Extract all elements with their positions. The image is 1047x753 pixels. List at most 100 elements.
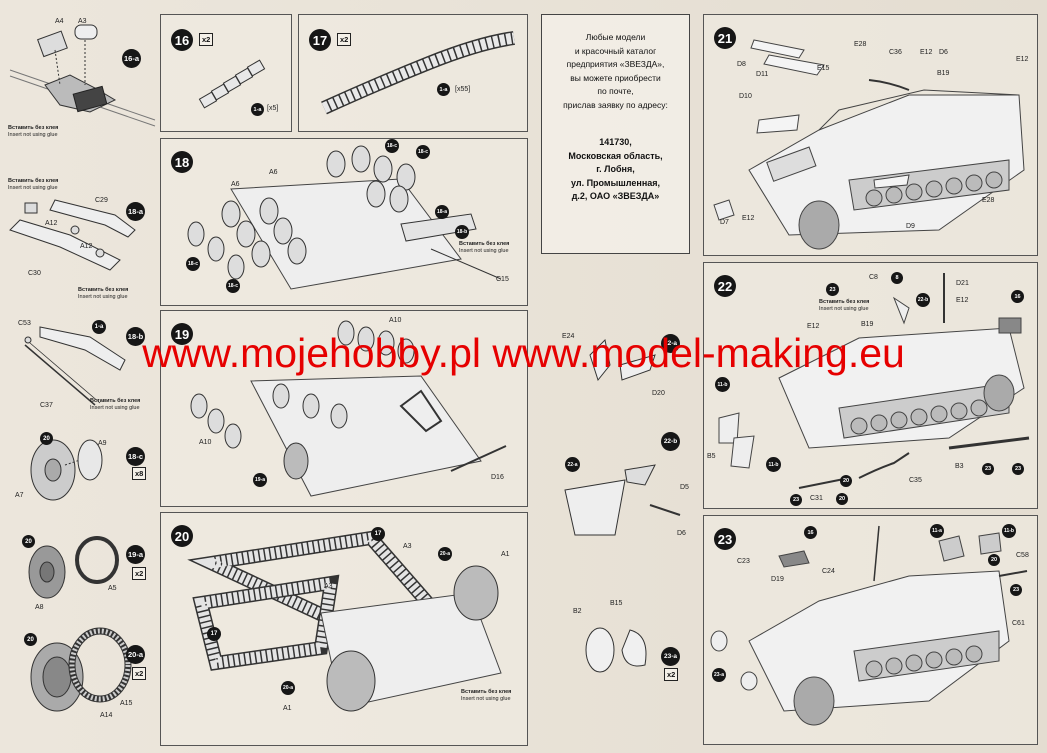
substep-tag: 22-b: [661, 432, 680, 451]
part-label: A6: [269, 169, 278, 176]
step-number: 18: [171, 151, 193, 173]
halftrack-step-22-drawing: [718, 273, 1030, 489]
substep-tag: 19-a: [126, 545, 145, 564]
part-label: C61: [1012, 620, 1025, 627]
part-label: A4: [55, 18, 64, 25]
address-line: вы можете приобрести: [570, 72, 661, 83]
part-label: E12: [742, 215, 755, 222]
part-label: B2: [573, 608, 582, 615]
part-label: E24: [562, 333, 575, 340]
part-label: D6: [939, 49, 948, 56]
part-label: A12: [80, 243, 93, 250]
part-label: E12: [807, 323, 820, 330]
substep-sub: 23: [1012, 463, 1024, 475]
substep-sub: 18-b: [455, 225, 469, 239]
substep-tag: 23-a: [661, 647, 680, 666]
part-label: A3: [324, 583, 333, 590]
part-label: C53: [18, 320, 31, 327]
part-label: D21: [956, 280, 969, 287]
postal-line: 141730,: [599, 137, 632, 147]
step-19-drawing: [190, 320, 507, 497]
part-label: C30: [28, 270, 41, 277]
part-label: A10: [199, 439, 212, 446]
part-label: C8: [869, 274, 878, 281]
part-label: D11: [756, 71, 769, 78]
watermark-text: www.mojehobby.pl www.model-making.eu: [142, 330, 905, 376]
substep-20a-drawing: [30, 627, 132, 712]
substep-tag: 16-a: [122, 49, 141, 68]
substep-tag: 18-b: [126, 327, 145, 346]
halftrack-step-23-drawing: [710, 525, 1028, 726]
part-label: C36: [889, 49, 902, 56]
address-line: и красочный каталог: [574, 45, 657, 56]
substep-sub: 16: [1011, 290, 1024, 303]
part-label: A1: [501, 551, 510, 558]
part-label: D8: [737, 61, 746, 68]
part-label: A8: [35, 604, 44, 611]
substep-sub: 8: [891, 272, 903, 284]
substep-sub: 17: [371, 527, 385, 541]
substep-sub: 19-a: [253, 473, 267, 487]
part-label: A6: [231, 181, 240, 188]
part-label: B19: [937, 70, 950, 77]
part-sub: 1-a: [437, 83, 450, 96]
step-number: 17: [309, 29, 331, 51]
substep-tag: 18-c: [126, 447, 145, 466]
substep-sub: 18-a: [435, 205, 449, 219]
part-label: C35: [909, 477, 922, 484]
part-label: A12: [45, 220, 58, 227]
substep-18c-drawing: [30, 439, 103, 501]
step-20-drawing: [187, 530, 502, 712]
substep-18a-drawing: [9, 199, 136, 271]
postal-line: Московская область,: [568, 150, 663, 161]
substep-sub: 23-a: [712, 668, 726, 682]
substep-sub: 18-c: [416, 145, 430, 159]
step-20-panel: 20 A3 A1 A3 A1 17 17 20-a 20-a Вставить …: [160, 512, 528, 746]
postal-line: д.2, ОАО «ЗВЕЗДА»: [571, 191, 660, 201]
step-18-drawing: [187, 145, 502, 290]
multiplier-box: x2: [132, 567, 147, 580]
multiplier-box: x2: [337, 33, 352, 46]
part-count: [x55]: [455, 86, 471, 93]
part-label: D16: [491, 474, 504, 481]
multiplier-box: x2: [664, 668, 679, 681]
part-label: D9: [906, 223, 915, 230]
step-number: 23: [714, 528, 736, 550]
part-label: A9: [98, 440, 107, 447]
part-label: C37: [40, 402, 53, 409]
part-label: C23: [737, 558, 750, 565]
part-label: D5: [680, 484, 689, 491]
halftrack-step-21-drawing: [713, 39, 1025, 250]
part-label: C31: [810, 495, 823, 502]
part-label: E12: [956, 297, 969, 304]
step-17-panel: 17 x2 1-a [x55]: [298, 14, 528, 132]
substep-sub: 23: [982, 463, 994, 475]
part-label: C15: [496, 276, 509, 283]
substep-22a-drawing: [589, 338, 656, 382]
part-label: D19: [771, 576, 784, 583]
part-label: E28: [854, 41, 867, 48]
substep-sub: 23: [1010, 584, 1022, 596]
substep-sub: 20-a: [438, 547, 452, 561]
substep-sub: 11-b: [715, 377, 730, 392]
substep-23a-drawing: [585, 627, 647, 673]
part-label: C29: [95, 197, 108, 204]
substep-sub: 18-c: [385, 139, 399, 153]
step-21-panel: 21 D8 D11 E28 C36 E12 D6 B19 E12 E15 D10: [703, 14, 1038, 256]
multiplier-box: x2: [199, 33, 214, 46]
multiplier-box: x2: [132, 667, 147, 680]
address-line: по почте,: [597, 86, 634, 96]
part-label: E12: [1016, 56, 1029, 63]
part-label: B19: [861, 321, 874, 328]
part-count: [x5]: [267, 105, 279, 112]
substep-sub: 11-b: [766, 457, 781, 472]
substep-19a-drawing: [28, 536, 119, 599]
substep-sub: 20-a: [281, 681, 295, 695]
part-label: D6: [677, 530, 686, 537]
step-number: 20: [171, 525, 193, 547]
substep-tag: 20-a: [126, 645, 145, 664]
postal-line: г. Лобня,: [596, 164, 635, 174]
